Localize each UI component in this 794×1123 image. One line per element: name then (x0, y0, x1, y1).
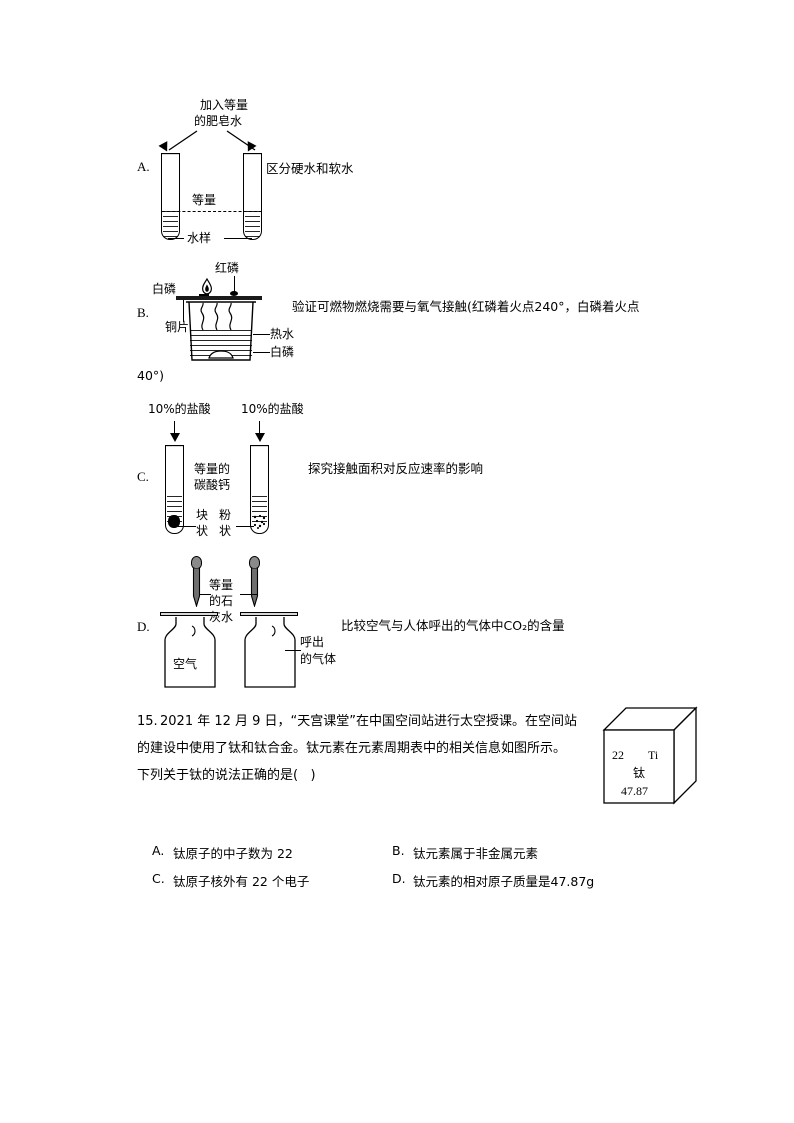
option-d-bottle-right-leader (285, 650, 301, 652)
question-15-number: 15. (137, 714, 158, 729)
question-15-choice-d-text[interactable]: 钛元素的相对原子质量是47.87g (413, 874, 595, 889)
option-b-red-phosphorus-dot (230, 291, 238, 296)
option-a-equal-level-dashline (162, 211, 262, 212)
question-15-line2: 的建设中使用了钛和钛合金。钛元素在元素周期表中的相关信息如图所示。 (137, 741, 567, 756)
option-a-sample-leader-left (168, 238, 184, 240)
option-a-tube-right-liquid (245, 211, 260, 238)
option-d-label-bottle-right-line1: 呼出 (300, 635, 325, 649)
option-c-label-acid-right: 10%的盐酸 (241, 402, 304, 416)
option-d-label-center-line1: 等量 (209, 578, 234, 592)
option-b-flame-icon (201, 278, 213, 295)
option-b-hotwater-leader (253, 334, 270, 336)
option-c-label-powder-line1: 粉 (219, 508, 232, 522)
option-a-bottom-label: 水样 (186, 231, 213, 246)
option-d-bottle-right (244, 617, 296, 688)
option-b-label-white-phosphorus-bottom: 白磷 (270, 345, 295, 359)
option-b-flame-base (199, 294, 209, 297)
option-c-powder-leader (236, 526, 254, 528)
question-15-choice-d-label[interactable]: D. (392, 871, 406, 886)
option-d-label-bottle-left: 空气 (173, 657, 198, 671)
option-c-powder-solid (253, 514, 266, 529)
question-15-line3: 下列关于钛的说法正确的是( ) (137, 768, 316, 783)
option-b-label-copper-sheet: 铜片 (165, 320, 190, 334)
option-c-block-leader (178, 526, 196, 528)
option-c-letter: C. (137, 469, 149, 484)
option-c-arrow-right-shaft (259, 421, 261, 437)
option-a-arrow-lines (168, 130, 256, 151)
option-b-letter: B. (137, 305, 149, 320)
element-box-cube: 22 Ti 钛 47.87 (600, 703, 700, 808)
question-15-choice-a-label[interactable]: A. (152, 843, 165, 858)
option-d-glass-plate-right (240, 612, 298, 616)
option-b-red-phosphorus-leader (234, 276, 236, 295)
option-d-limewater-leader-left (199, 594, 211, 596)
option-b-copper-sheet (176, 296, 262, 300)
option-b-copper-leader (183, 300, 185, 322)
option-c-label-center-line1: 等量的 (194, 462, 231, 476)
option-c-tube-right-liquid (252, 496, 267, 522)
option-d-limewater-leader-right (240, 594, 257, 596)
option-b-label-hot-water: 热水 (270, 327, 295, 341)
option-b-description-line1: 验证可燃物燃烧需要与氧气接触(红磷着火点240°，白磷着火点 (292, 299, 640, 314)
option-d-dropper-right-tube (250, 568, 259, 607)
option-b-white-phosphorus-lump (208, 350, 234, 359)
option-c-arrow-left-head (170, 433, 180, 442)
option-d-label-bottle-right-line2: 的气体 (300, 652, 337, 666)
option-d-description: 比较空气与人体呼出的气体中CO₂的含量 (341, 618, 565, 633)
question-15-choice-c-label[interactable]: C. (152, 871, 165, 886)
option-d-bottle-left (164, 617, 216, 688)
element-symbol: Ti (648, 748, 659, 762)
option-c-label-powder-line2: 状 (219, 524, 232, 538)
question-15-line1: 2021 年 12 月 9 日，“天宫课堂”在中国空间站进行太空授课。在空间站 (160, 714, 578, 729)
option-d-label-center-line2: 的石 (209, 594, 234, 608)
question-15-choice-a-text[interactable]: 钛原子的中子数为 22 (173, 846, 293, 861)
option-a-top-label-line2: 的肥皂水 (194, 114, 243, 128)
question-15-choice-b-label[interactable]: B. (392, 843, 405, 858)
option-d-dropper-left-tube (192, 568, 201, 607)
element-name: 钛 (633, 766, 646, 780)
option-a-description: 区分硬水和软水 (266, 161, 354, 176)
option-c-label-block-line1: 块 (196, 508, 209, 522)
option-c-arrow-left-shaft (174, 421, 176, 437)
option-d-letter: D. (137, 619, 150, 634)
question-15-choice-c-text[interactable]: 钛原子核外有 22 个电子 (173, 874, 310, 889)
question-15-choice-b-text[interactable]: 钛元素属于非金属元素 (413, 846, 539, 861)
option-a-top-label-line1: 加入等量 (200, 98, 249, 112)
option-d-glass-plate-left (160, 612, 218, 616)
option-c-arrow-right-head (255, 433, 265, 442)
option-c-description: 探究接触面积对反应速率的影响 (308, 461, 484, 476)
option-a-sample-leader-right (224, 238, 252, 240)
option-c-label-acid-left: 10%的盐酸 (148, 402, 211, 416)
option-a-middle-label: 等量 (190, 193, 219, 208)
option-b-label-white-phosphorus-left: 白磷 (152, 282, 177, 296)
option-c-label-center-line2: 碳酸钙 (194, 478, 231, 492)
option-b-label-red-phosphorus: 红磷 (215, 261, 240, 275)
option-b-smoke (200, 302, 233, 331)
element-atomic-mass: 47.87 (621, 784, 648, 798)
option-b-description-line2: 40°) (137, 368, 165, 383)
option-a-letter: A. (137, 159, 150, 174)
element-atomic-number: 22 (612, 748, 624, 762)
option-c-block-solid (168, 515, 180, 528)
option-c-label-block-line2: 状 (196, 524, 209, 538)
option-b-whitep-leader (253, 352, 270, 354)
option-a-tube-left-liquid (163, 211, 178, 238)
